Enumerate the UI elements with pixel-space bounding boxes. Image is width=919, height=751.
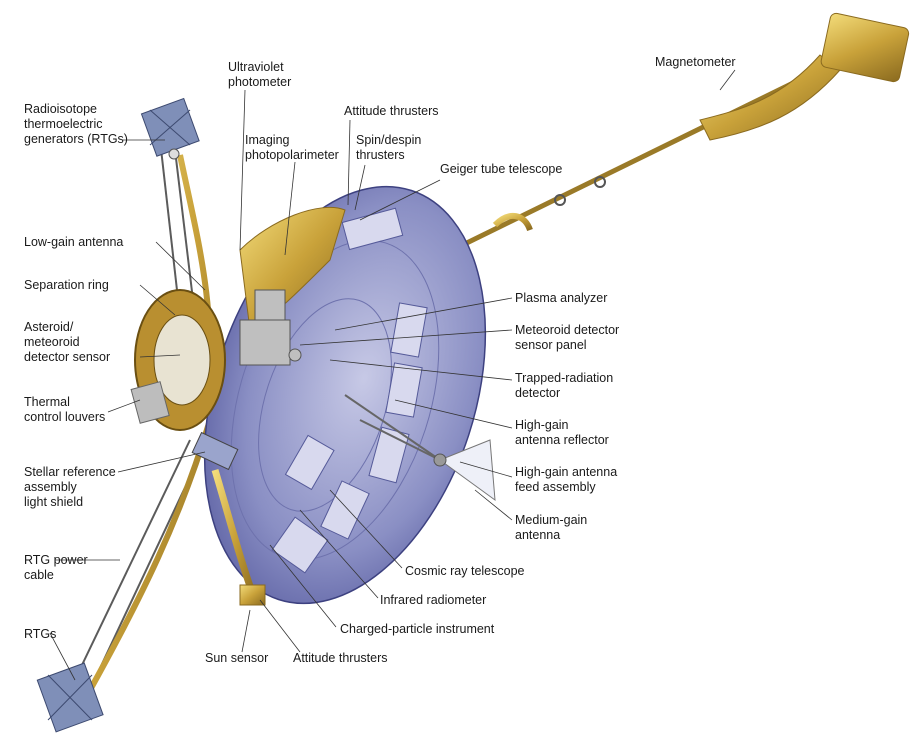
label-thermal-control-louvers: Thermal control louvers [24,395,105,425]
label-attitude-thrusters-top: Attitude thrusters [344,104,439,119]
label-asteroid-meteoroid-detector: Asteroid/ meteoroid detector sensor [24,320,110,365]
label-high-gain-antenna-reflector: High-gain antenna reflector [515,418,609,448]
label-spin-despin-thrusters: Spin/despin thrusters [356,133,421,163]
label-imaging-photopolarimeter: Imaging photopolarimeter [245,133,339,163]
label-meteoroid-detector-panel: Meteoroid detector sensor panel [515,323,619,353]
label-rtgs-bottom: RTGs [24,627,56,642]
label-medium-gain-antenna: Medium-gain antenna [515,513,587,543]
label-low-gain-antenna: Low-gain antenna [24,235,123,250]
label-attitude-thrusters-bottom: Attitude thrusters [293,651,388,666]
label-trapped-radiation-detector: Trapped-radiation detector [515,371,613,401]
label-high-gain-feed-assembly: High-gain antenna feed assembly [515,465,617,495]
label-charged-particle-instrument: Charged-particle instrument [340,622,494,637]
label-separation-ring: Separation ring [24,278,109,293]
label-magnetometer: Magnetometer [655,55,736,70]
label-cosmic-ray-telescope: Cosmic ray telescope [405,564,525,579]
label-infrared-radiometer: Infrared radiometer [380,593,486,608]
label-rtg-power-cable: RTG power cable [24,553,88,583]
label-plasma-analyzer: Plasma analyzer [515,291,607,306]
label-stellar-reference-shield: Stellar reference assembly light shield [24,465,116,510]
label-ultraviolet-photometer: Ultraviolet photometer [228,60,291,90]
label-geiger-tube-telescope: Geiger tube telescope [440,162,562,177]
label-sun-sensor: Sun sensor [205,651,268,666]
label-rtgs-top: Radioisotope thermoelectric generators (… [24,102,128,147]
